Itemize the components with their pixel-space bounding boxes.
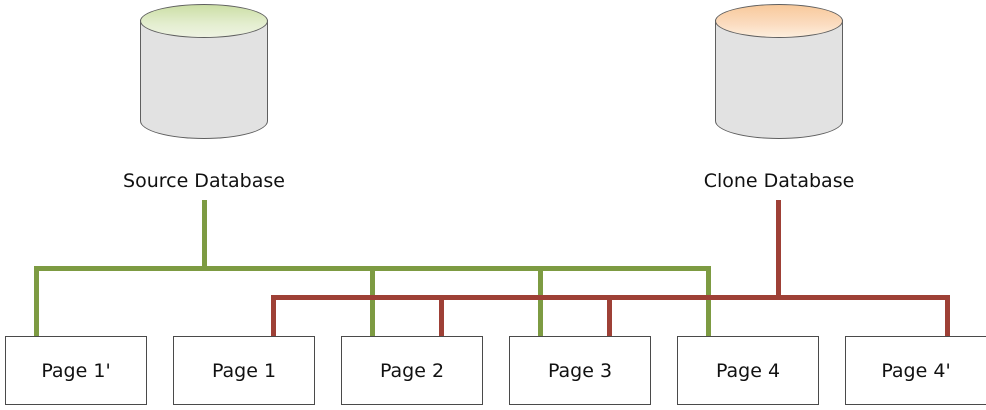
source-link-drop-page-4 bbox=[706, 266, 711, 337]
source-cylinder-top bbox=[140, 4, 268, 38]
clone-database-label: Clone Database bbox=[703, 170, 855, 192]
page-box-label: Page 1 bbox=[211, 359, 277, 382]
page-box-page-4-prime[interactable]: Page 4' bbox=[845, 336, 986, 405]
source-link-drop-page-3 bbox=[538, 266, 543, 337]
page-box-page-3[interactable]: Page 3 bbox=[509, 336, 651, 405]
clone-link-drop-page-4-prime bbox=[945, 295, 950, 337]
page-box-label: Page 4 bbox=[715, 359, 781, 382]
clone-link-stem bbox=[776, 200, 781, 299]
clone-link-drop-page-1 bbox=[271, 295, 276, 337]
database-cylinder-icon bbox=[140, 20, 268, 139]
source-link-drop-page-2 bbox=[370, 266, 375, 337]
source-database-label: Source Database bbox=[123, 170, 285, 192]
clone-database-cylinder[interactable] bbox=[715, 4, 843, 139]
clone-cylinder-top bbox=[715, 4, 843, 38]
clone-link-drop-page-3 bbox=[607, 295, 612, 337]
page-box-page-1[interactable]: Page 1 bbox=[173, 336, 315, 405]
source-link-stem bbox=[202, 200, 207, 270]
page-box-page-2[interactable]: Page 2 bbox=[341, 336, 483, 405]
database-cylinder-icon bbox=[715, 20, 843, 139]
page-box-label: Page 4' bbox=[881, 359, 951, 382]
page-box-label: Page 2 bbox=[379, 359, 445, 382]
page-box-label: Page 3 bbox=[547, 359, 613, 382]
page-box-page-1-prime[interactable]: Page 1' bbox=[5, 336, 147, 405]
source-database-cylinder[interactable] bbox=[140, 4, 268, 139]
page-box-label: Page 1' bbox=[41, 359, 111, 382]
source-link-drop-page-1-prime bbox=[34, 266, 39, 337]
page-box-page-4[interactable]: Page 4 bbox=[677, 336, 819, 405]
clone-link-drop-page-2 bbox=[439, 295, 444, 337]
